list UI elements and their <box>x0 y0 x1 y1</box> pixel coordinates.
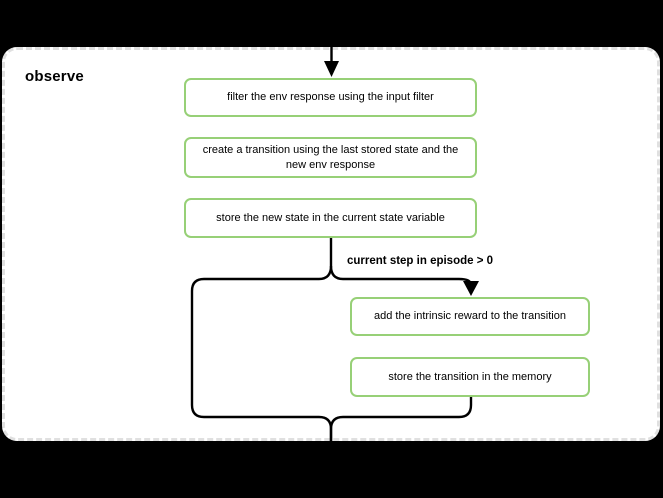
node-label: store the new state in the current state… <box>216 211 445 224</box>
node-filter-env-response: filter the env response using the input … <box>184 78 477 117</box>
group-title: observe <box>25 68 84 85</box>
condition-label: current step in episode > 0 <box>347 255 494 267</box>
node-store-transition: store the transition in the memory <box>350 357 590 397</box>
node-label: filter the env response using the input … <box>227 91 434 104</box>
node-store-new-state: store the new state in the current state… <box>184 198 477 238</box>
node-label: add the intrinsic reward to the transiti… <box>374 310 566 323</box>
node-label: store the transition in the memory <box>388 370 552 383</box>
node-create-transition: create a transition using the last store… <box>184 137 477 178</box>
node-add-intrinsic-reward: add the intrinsic reward to the transiti… <box>350 297 590 336</box>
node-label: create a transition using the last store… <box>202 144 459 171</box>
